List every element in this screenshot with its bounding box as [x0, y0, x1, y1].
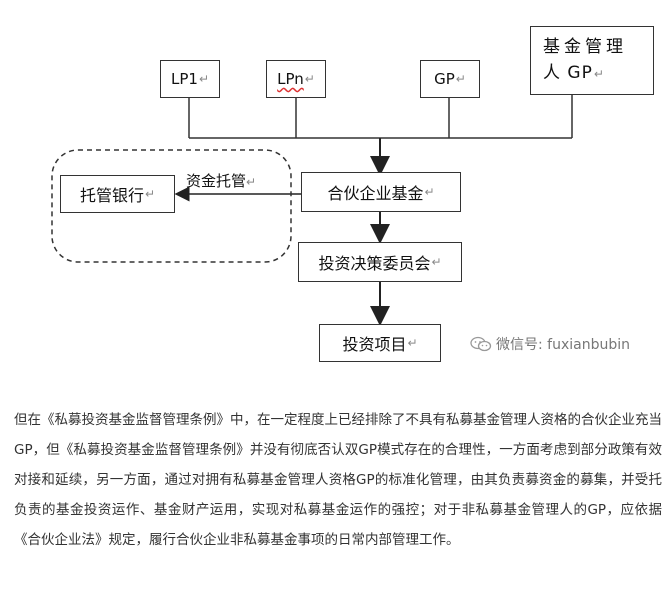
return-mark: ↵: [198, 72, 209, 86]
node-custodian-label: 托管银行: [79, 186, 144, 205]
node-investment-project: 投资项目↵: [319, 324, 441, 362]
node-lp1-label: LP1: [170, 70, 198, 88]
return-mark: ↵: [593, 67, 605, 81]
edge-custody-text: 资金托管: [186, 172, 247, 190]
node-investment-committee: 投资决策委员会↵: [298, 242, 462, 282]
return-mark: ↵: [424, 185, 435, 199]
return-mark: ↵: [246, 175, 257, 189]
custody-group-outline: [51, 149, 292, 263]
node-project-label: 投资项目: [342, 335, 407, 354]
article-body: 但在《私募投资基金监督管理条例》中，在一定程度上已经排除了不具有私募基金管理人资…: [14, 405, 662, 555]
node-fund-label: 合伙企业基金: [327, 184, 424, 203]
return-mark: ↵: [304, 72, 315, 86]
node-fund-manager-gp: 基金管理 人 GP↵: [530, 26, 654, 95]
article-paragraph: 但在《私募投资基金监督管理条例》中，在一定程度上已经排除了不具有私募基金管理人资…: [14, 412, 662, 548]
node-gp-label: GP: [434, 70, 455, 88]
return-mark: ↵: [144, 187, 156, 201]
node-manager-line2: 人 GP: [543, 63, 593, 83]
node-lpn-label: LPn: [277, 70, 304, 88]
node-manager-line1: 基金管理: [543, 37, 627, 57]
node-manager-line2-wrap: 人 GP↵: [543, 60, 605, 87]
node-partnership-fund: 合伙企业基金↵: [301, 172, 461, 212]
return-mark: ↵: [455, 72, 466, 86]
node-lp1: LP1↵: [160, 60, 220, 98]
node-gp: GP↵: [420, 60, 480, 98]
wechat-watermark: 微信号: fuxianbubin: [470, 334, 630, 354]
diagram-connectors: [51, 95, 573, 326]
return-mark: ↵: [407, 336, 418, 350]
return-mark: ↵: [431, 255, 442, 269]
wechat-icon: [470, 336, 492, 352]
node-committee-label: 投资决策委员会: [318, 254, 431, 273]
node-custodian-bank: 托管银行↵: [60, 175, 175, 213]
edge-label-custody: 资金托管↵: [186, 170, 256, 191]
node-lpn: LPn↵: [266, 60, 326, 98]
watermark-text: 微信号: fuxianbubin: [496, 337, 631, 353]
